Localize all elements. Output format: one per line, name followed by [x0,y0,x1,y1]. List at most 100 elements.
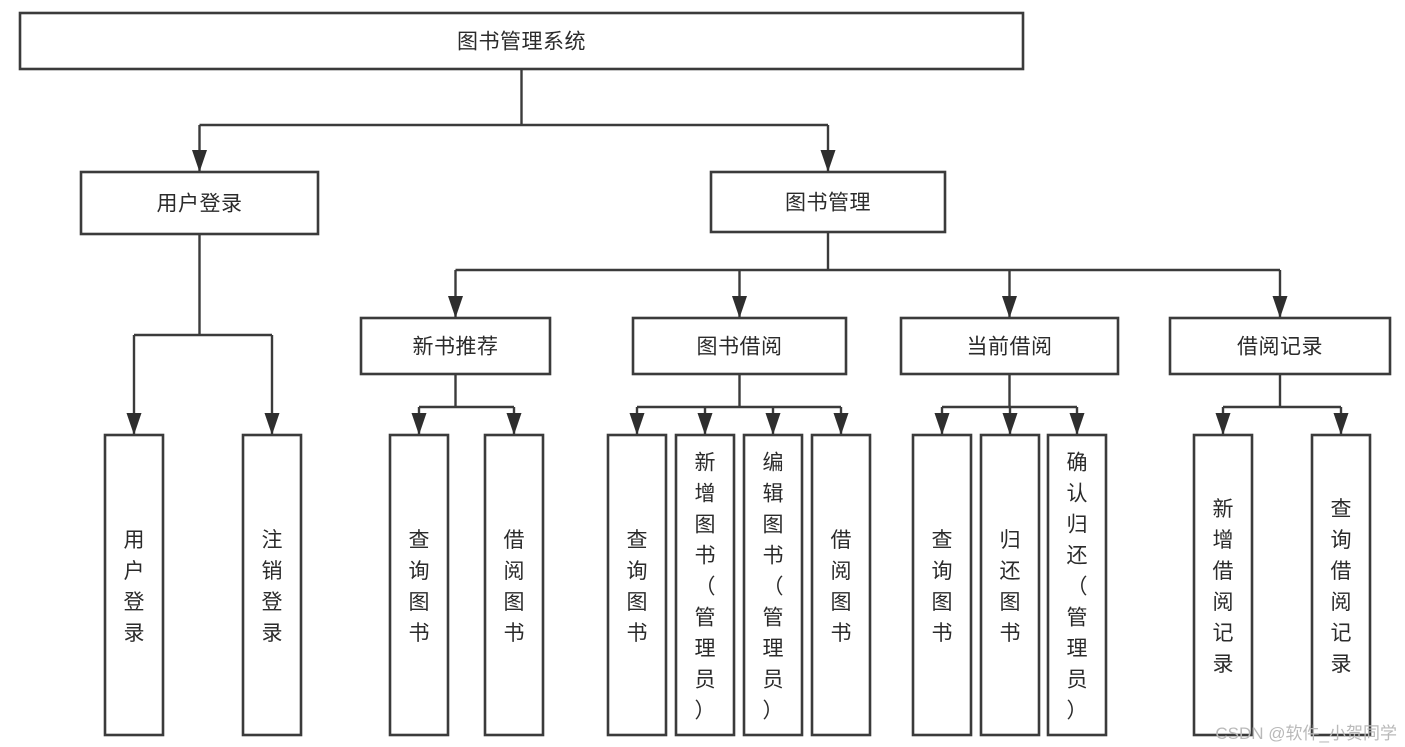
leaf-label-char: ） [695,700,716,723]
leaf-label-char: 增 [695,483,716,506]
leaf-label-char: 员 [763,669,784,692]
leaf-label-user-login-do: 用户登录 [124,529,145,645]
arrow-head-icon [126,413,142,435]
leaf-label-char: 员 [1067,669,1088,692]
leaf-label-char: 查 [1331,498,1352,521]
arrow-head-icon [820,150,836,172]
leaf-add-borrow-record[interactable] [1192,433,1254,737]
leaf-label-char: 询 [627,560,648,583]
arrow-head-icon [629,413,645,435]
leaf-label-char: 管 [695,607,716,630]
leaf-label-char: 书 [409,622,430,645]
leaf-label-char: 录 [124,622,145,645]
leaf-label-char: （ [1067,576,1088,599]
leaf-edit-book-admin[interactable] [742,433,804,737]
arrow-head-icon [1215,413,1231,435]
leaf-confirm-return-admin[interactable] [1046,433,1108,737]
edges-layer [126,69,1349,435]
leaf-label-char: ） [1067,700,1088,723]
node-user-login[interactable] [79,170,320,236]
node-label-book-borrow: 图书借阅 [697,336,783,359]
leaf-label-char: 查 [627,529,648,552]
leaf-label-char: 员 [695,669,716,692]
arrow-head-icon [934,413,950,435]
leaf-label-char: 书 [932,622,953,645]
leaf-label-char: 询 [409,560,430,583]
node-label-user-login: 用户登录 [157,193,243,216]
arrow-head-icon [732,296,747,318]
leaf-label-char: 阅 [831,560,852,583]
arrow-head-icon [1069,413,1085,435]
leaf-label-char: 管 [763,607,784,630]
leaf-label-char: 图 [1000,591,1021,614]
arrow-head-icon [448,296,463,318]
leaf-label-char: 销 [262,560,283,583]
leaf-label-char: 新 [1213,498,1234,521]
leaf-label-char: 记 [1331,622,1352,645]
leaf-query-borrow-record[interactable] [1310,433,1372,737]
leaf-label-char: 书 [831,622,852,645]
leaf-label-char: 注 [262,529,283,552]
node-root-图书管理系统[interactable] [18,11,1025,71]
node-book-borrow[interactable] [631,316,848,376]
leaf-label-char: 借 [1331,560,1352,583]
leaf-label-char: 书 [627,622,648,645]
leaf-return-book[interactable] [979,433,1041,737]
leaf-label-char: 图 [831,591,852,614]
leaf-label-char: 查 [932,529,953,552]
csdn-watermark: CSDN @软件_小贺同学 [1215,724,1397,743]
leaf-label-char: 还 [1067,545,1088,568]
arrow-head-icon [1272,296,1288,318]
leaf-label-char: 图 [763,514,784,537]
node-new-book-recommend[interactable] [359,316,552,376]
leaf-add-book-admin[interactable] [674,433,736,737]
leaf-label-char: 书 [1000,622,1021,645]
leaf-label-char: 查 [409,529,430,552]
node-borrow-record[interactable] [1168,316,1392,376]
leaf-borrow-book-1[interactable] [483,433,545,737]
node-label-borrow-record: 借阅记录 [1237,336,1323,359]
arrow-head-icon [1002,296,1017,318]
leaf-query-book-1[interactable] [388,433,450,737]
arrow-head-icon [697,413,713,435]
leaf-label-char: 新 [695,452,716,475]
leaf-label-char: 借 [1213,560,1234,583]
node-label-book-management: 图书管理 [785,192,871,215]
leaf-label-char: 图 [932,591,953,614]
leaf-label-char: 书 [695,545,716,568]
leaf-query-book-3[interactable] [911,433,973,737]
leaf-label-char: 阅 [504,560,525,583]
leaf-label-char: 理 [763,638,784,661]
leaf-label-char: 阅 [1213,591,1234,614]
leaf-borrow-book-2[interactable] [810,433,872,737]
node-book-management[interactable] [709,170,947,234]
leaf-label-char: ） [763,700,784,723]
node-current-borrow[interactable] [899,316,1120,376]
leaf-label-char: 录 [1213,653,1234,676]
leaf-label-char: 阅 [1331,591,1352,614]
leaf-label-char: 户 [124,560,145,583]
arrow-head-icon [765,413,781,435]
leaf-label-char: 录 [1331,653,1352,676]
leaf-user-login-do[interactable] [103,433,165,737]
leaf-label-char: 借 [831,529,852,552]
arrow-head-icon [192,150,207,172]
node-label-current-borrow: 当前借阅 [967,336,1053,359]
leaf-label-char: （ [763,576,784,599]
leaf-query-book-2[interactable] [606,433,668,737]
leaf-label-char: 管 [1067,607,1088,630]
arrow-head-icon [264,413,280,435]
leaf-label-char: （ [695,576,716,599]
leaf-label-char: 还 [1000,560,1021,583]
leaf-user-logout[interactable] [241,433,303,737]
leaf-label-char: 记 [1213,622,1234,645]
leaf-label-char: 图 [504,591,525,614]
